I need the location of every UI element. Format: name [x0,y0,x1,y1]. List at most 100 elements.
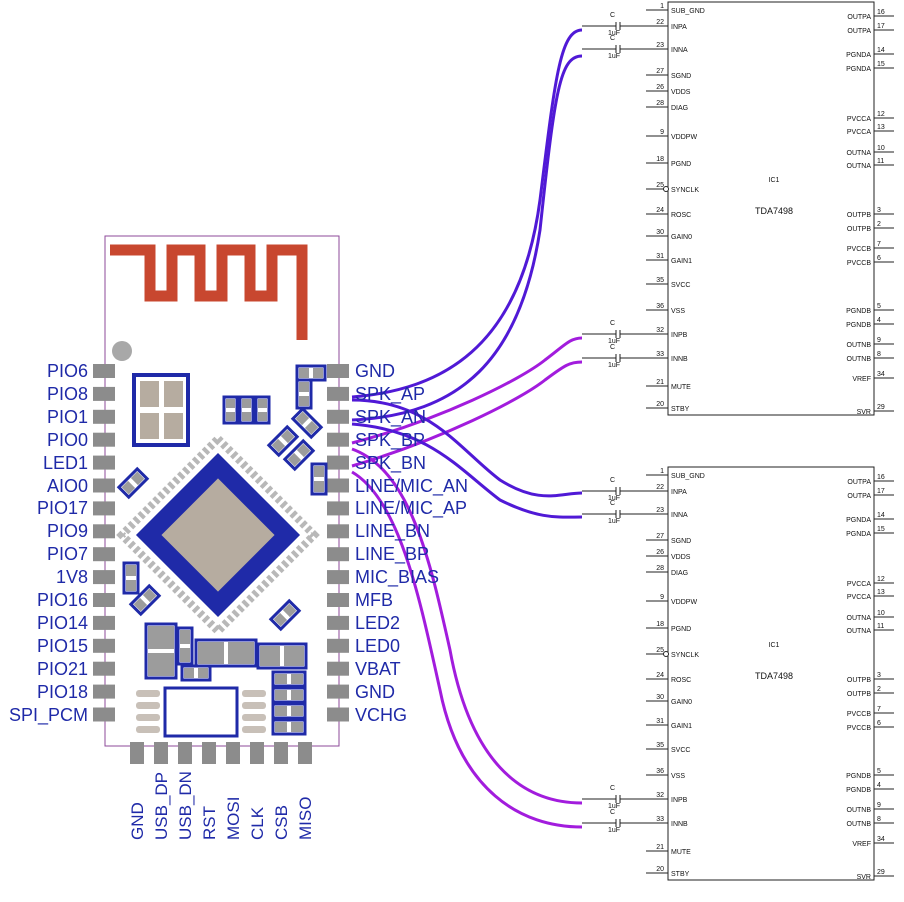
module-right-pin-label: LED0 [355,635,401,656]
amp-designator: IC1 [769,642,780,649]
amp-pin-name: OUTNA [847,163,872,170]
amp-pin-name: SVR [857,409,871,416]
amp-pin-name: SVCC [671,747,690,754]
amp-part-number: TDA7498 [755,206,793,216]
amp-pin-number: 20 [656,866,664,873]
amp-pin-name: GAIN1 [671,258,692,265]
amp-pin-number: 26 [656,549,664,556]
cap-c12 [176,626,194,666]
amp-pin-name: OUTPA [847,479,871,486]
amp-pin-number: 33 [656,816,664,823]
inductor-l1-pad [228,642,254,664]
cap-stack [271,686,307,704]
amp-pin-number: 14 [877,47,885,54]
amp-pin-number: 4 [877,782,881,789]
cap-stack [271,718,307,736]
cap-c14-pad [198,668,208,678]
amp-pin-name: VREF [852,841,871,848]
amp-pin-name: PGNDB [846,308,871,315]
amp-pin-number: 29 [877,869,885,876]
amp-pin-number: 7 [877,241,881,248]
amp-pin-number: 12 [877,111,885,118]
module-right-pad [327,478,349,493]
amp-pin-name: SGND [671,73,691,80]
module-bottom-pad [202,742,216,764]
module-bottom-pad [154,742,168,764]
amp-pin-name: OUTNB [847,821,872,828]
amp-pin-name: SGND [671,538,691,545]
amp-pin-number: 11 [877,623,884,630]
amp-pin-name: PGNDA [846,52,871,59]
amp-designator: IC1 [769,177,780,184]
cap-c2 [295,378,313,410]
module-left-pin-label: PIO6 [46,361,88,381]
module-bottom-pin-label: MISO [296,796,315,840]
cap-c3 [290,406,324,440]
amp-pin-number: 22 [656,19,664,26]
amp-pin-number: 8 [877,816,881,823]
amp-pin-number: 31 [656,718,664,725]
amp-pin-name: STBY [671,871,690,878]
module-left-pad [93,386,115,401]
signal-wire [351,54,583,422]
cap-stack-pad [275,674,287,684]
module-left-pad [93,364,115,378]
amp-pin-number: 21 [656,844,664,851]
crystal-pad [140,381,159,407]
cap-c13-pad [260,646,280,666]
module-right-pin-label: VCHG [355,704,408,725]
cap-c4-pad [280,429,295,444]
amp-pin-name: PVCCA [847,581,871,588]
amp-pin-number: 30 [656,694,664,701]
module-left-pad [93,455,115,470]
res-r1-pad [226,412,235,421]
cap-ref: C [610,12,615,19]
amp-pin-name: OUTPB [847,677,871,684]
module-right-pad [327,684,349,699]
amp-pin-name: PVCCB [847,725,871,732]
module-bottom-pad [226,742,240,764]
cap-c11-pad [148,653,174,676]
amp-pin-name: ROSC [671,212,691,219]
res-r3-pad [258,399,267,408]
module-left-pin-label: PIO15 [36,635,88,656]
amp-pin-name: GAIN0 [671,699,692,706]
reg-pin [136,726,160,733]
cap-c1-pad [299,368,309,378]
cap-c2-pad [299,382,309,392]
amp-pin-number: 7 [877,706,881,713]
amp-pin-name: INPA [671,24,687,31]
signal-wire [351,447,583,805]
amp-pin-name: ROSC [671,677,691,684]
amp-body [667,1,875,416]
amp-pin-name: VSS [671,308,685,315]
amp-pin-name: STBY [671,406,690,413]
amp-pin-bubble [663,186,669,192]
amp-pin-name: INNA [671,47,688,54]
module-left-pin-label: PIO16 [36,590,88,610]
module-left-pad [93,524,115,539]
cap-c10 [268,598,302,632]
amp-pin-name: PGNDA [846,66,871,73]
cap-ref: C [610,785,615,792]
cap-c2-pad [299,396,309,406]
cap-stack [271,702,307,720]
module-left-pad [93,547,115,562]
crystal-pad [140,413,159,439]
amp-pin-number: 34 [877,836,885,843]
bt-module [93,235,349,764]
amp-pin-number: 3 [877,207,881,214]
module-left-pin-label: PIO7 [46,544,88,565]
cap-ref: C [610,344,615,351]
cap-c7 [116,466,150,500]
cap-value: 1uF [608,803,620,810]
module-left-pin-label: 1V8 [55,567,88,588]
amp-pin-number: 9 [660,594,664,601]
amp-pin-number: 5 [877,303,881,310]
module-left-pad [93,478,115,493]
amp-pin-name: OUTNB [847,356,872,363]
cap-c8 [122,561,140,595]
amp-pin-number: 24 [656,672,664,679]
amp-pin-name: VDDPW [671,599,697,606]
